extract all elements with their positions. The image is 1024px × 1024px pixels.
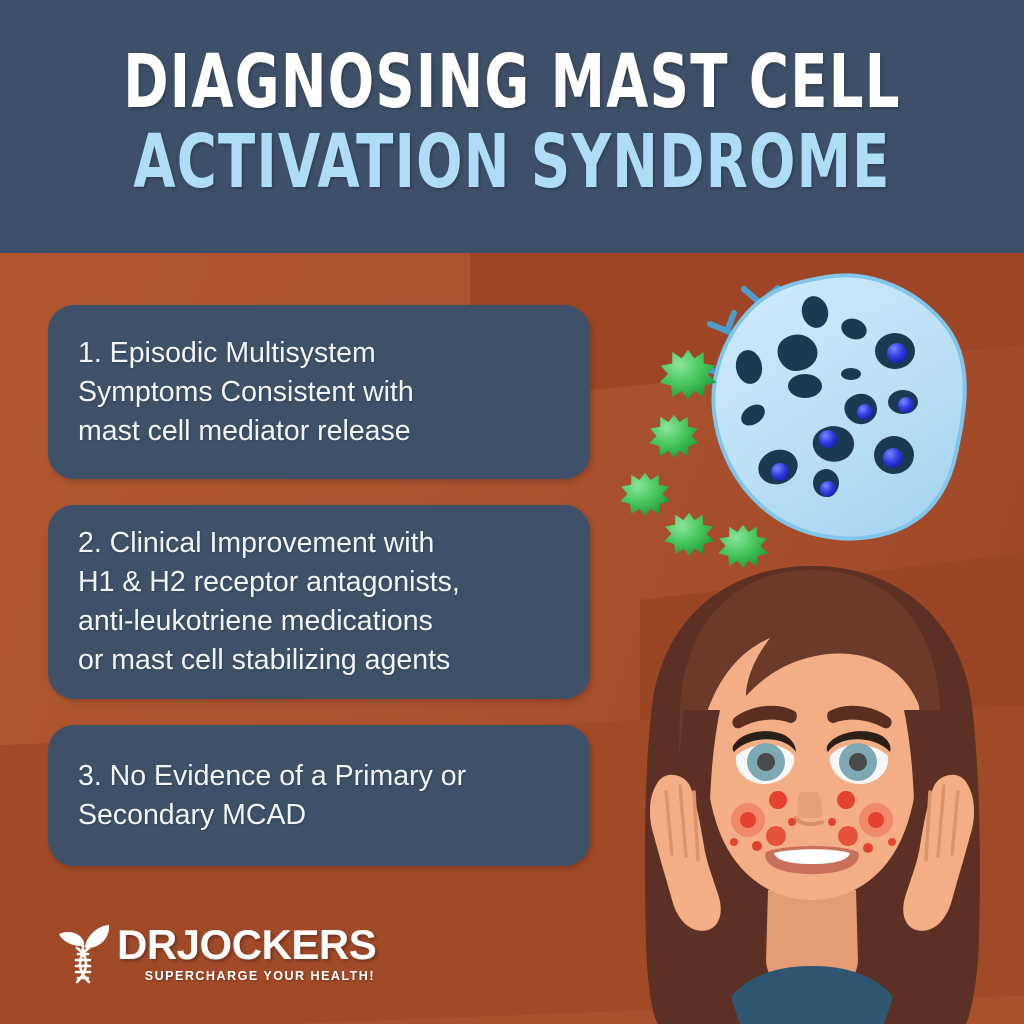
leaf-dna-icon [59,925,110,984]
granule-core-group [771,343,914,497]
criterion-card-2: 2. Clinical Improvement with H1 & H2 rec… [48,505,590,699]
criterion-2-text: 2. Clinical Improvement with H1 & H2 rec… [78,527,460,676]
eye-right [826,731,891,784]
nose [794,816,824,827]
brand-logo[interactable]: DRJOCKERS SUPERCHARGE YOUR HEALTH! [55,920,377,992]
shirt [718,966,906,1024]
page-title: DIAGNOSING MAST CELL ACTIVATION SYNDROME [0,42,1024,202]
header-banner: DIAGNOSING MAST CELL ACTIVATION SYNDROME [0,0,1024,253]
eyebrow-right [827,705,892,729]
logo-tagline: SUPERCHARGE YOUR HEALTH! [144,969,375,983]
hand-left [649,774,721,931]
logo-wordmark: DRJOCKERS [117,921,377,968]
eyebrow-left [732,705,797,729]
nose-bridge [797,792,823,818]
criterion-1-text: 1. Episodic Multisystem Symptoms Consist… [78,336,414,447]
title-line-2: ACTIVATION SYNDROME [133,119,891,205]
woman-with-rash [644,566,980,1024]
criterion-card-1: 1. Episodic Multisystem Symptoms Consist… [48,305,590,479]
title-line-1: DIAGNOSING MAST CELL [123,39,901,125]
rash-left-cheek [730,791,796,851]
eye-left [732,731,796,784]
teeth [774,849,850,864]
logo-text: DRJOCKERS SUPERCHARGE YOUR HEALTH! [117,921,377,984]
neck [766,890,858,990]
rash-right-cheek [828,791,896,853]
mast-cell-diagram [620,273,967,568]
criterion-3-text: 3. No Evidence of a Primary or Secondary… [78,759,467,831]
allergen-particle-group [620,349,768,568]
criterion-card-3: 3. No Evidence of a Primary or Secondary… [48,725,590,866]
hand-right [903,774,975,931]
hair-front [679,570,941,850]
